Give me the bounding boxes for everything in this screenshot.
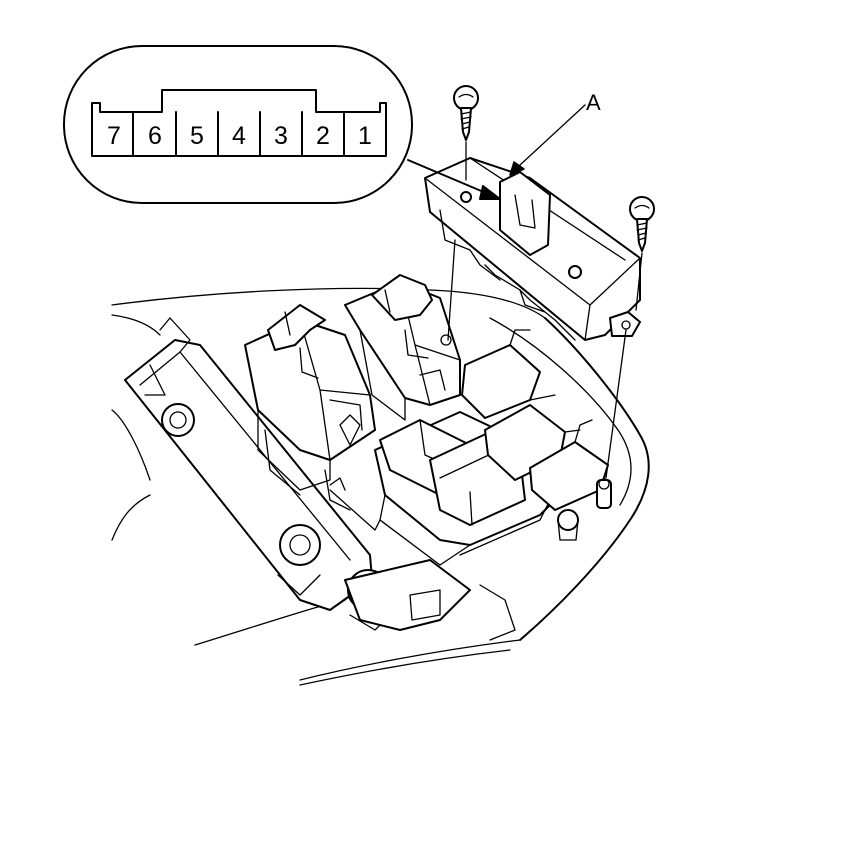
part-a-label: A [586, 90, 601, 115]
label-a: A [509, 90, 601, 176]
callout-bubble [63, 45, 413, 204]
pin-label-1: 1 [358, 122, 372, 150]
pin-label-7: 7 [107, 122, 121, 150]
pin-label-3: 3 [274, 122, 288, 150]
left-switch-socket [244, 304, 376, 511]
pin-label-6: 6 [148, 122, 162, 150]
callout-arrow [407, 159, 501, 200]
connector-outline [91, 89, 387, 157]
tray-recesses [440, 329, 612, 511]
left-mounting-rail [124, 317, 516, 641]
screw-right [629, 196, 655, 252]
pin-label-2: 2 [316, 122, 330, 150]
pin-label-4: 4 [232, 122, 246, 150]
connector-callout: 7 6 5 4 3 2 1 [63, 45, 413, 204]
pin-label-5: 5 [190, 122, 204, 150]
switch-a [424, 157, 641, 341]
screw-left [453, 85, 479, 141]
middle-switch-socket [344, 274, 461, 421]
alignment-lines [447, 141, 643, 479]
